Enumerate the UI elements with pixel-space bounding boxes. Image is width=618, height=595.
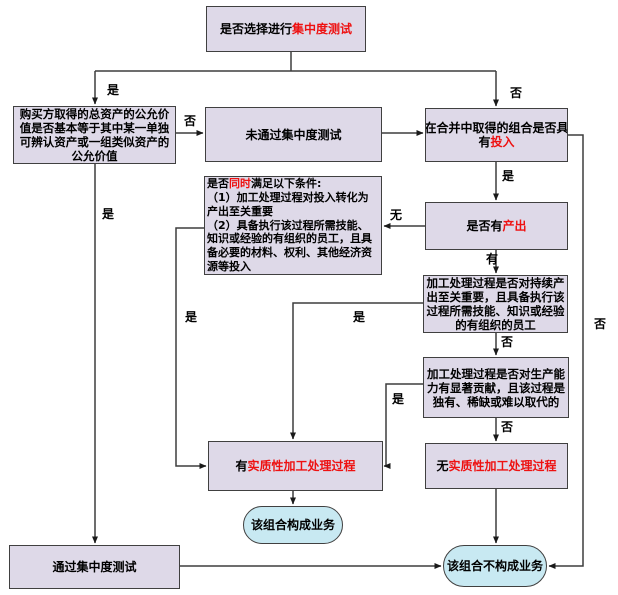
node-text-line: 购买方取得的总资产的公允价 bbox=[19, 107, 170, 121]
node-continuous-output: 加工处理过程是否对持续产 出至关重要，且具备执行该 过程所需技能、知识或经验 的… bbox=[423, 275, 568, 333]
node-text-line: 值是否基本等于其中某一单独 bbox=[19, 121, 170, 135]
edge-label-top-yes: 是 bbox=[107, 83, 120, 97]
node-passed-concentration-test: 通过集中度测试 bbox=[9, 545, 180, 589]
node-text: 该组合不构成业务 bbox=[446, 559, 543, 573]
edge-label-output-has: 有 bbox=[486, 252, 499, 266]
node-fair-value-check: 购买方取得的总资产的公允价 值是否基本等于其中某一单独 可辨认资产或一组类似资产… bbox=[13, 106, 176, 164]
edge-label-fv-yes: 是 bbox=[102, 207, 115, 221]
edge-label-input-yes: 是 bbox=[502, 169, 515, 183]
node-has-output: 是否有产出 bbox=[425, 202, 568, 250]
node-text-line: 独有、稀缺或难以取代的 bbox=[432, 394, 560, 409]
node-text: 通过集中度测试 bbox=[52, 560, 137, 574]
edge-label-output-none: 无 bbox=[390, 208, 403, 222]
node-text-line: （1）加工处理过程对投入转化为 bbox=[207, 191, 369, 205]
node-text: 未通过集中度测试 bbox=[245, 127, 342, 142]
node-text-line: 在合并中取得的组合是否具 bbox=[425, 121, 568, 135]
edge-label-input-no: 否 bbox=[594, 317, 607, 331]
terminal-constitutes-business: 该组合构成业务 bbox=[243, 506, 343, 544]
node-text-line: 加工处理过程是否对生产能 bbox=[427, 366, 565, 381]
edge-label-continuous-yes: 是 bbox=[353, 310, 366, 324]
node-text-line: 是否同时满足以下条件: bbox=[207, 177, 322, 191]
node-text-line: （2）具备执行该过程所需技能、 bbox=[207, 218, 369, 232]
node-substantive-process-yes: 有实质性加工处理过程 bbox=[208, 441, 383, 491]
edge-label-capacity-no: 否 bbox=[501, 420, 514, 434]
node-text-line: 力有显著贡献，且该过程是 bbox=[427, 380, 565, 395]
edge-label-capacity-yes: 是 bbox=[392, 392, 405, 406]
node-text-line: 出至关重要，且具备执行该 bbox=[426, 290, 565, 304]
node-production-capacity: 加工处理过程是否对生产能 力有显著贡献，且该过程是 独有、稀缺或难以取代的 bbox=[423, 357, 569, 418]
node-text-line: 源等投入 bbox=[207, 260, 251, 273]
node-text: 是否选择进行集中度测试 bbox=[219, 22, 353, 36]
node-text-line: 公允价值 bbox=[71, 149, 118, 163]
edge-label-condition-yes: 是 bbox=[185, 310, 198, 324]
node-text-line: 加工处理过程是否对持续产 bbox=[426, 276, 565, 290]
node-has-input: 在合并中取得的组合是否具 有投入 bbox=[425, 108, 568, 162]
node-text-line: 可辨认资产或一组类似资产的 bbox=[19, 135, 170, 149]
edge-label-continuous-no: 否 bbox=[501, 335, 514, 349]
edge-label-fv-no: 否 bbox=[184, 114, 197, 128]
node-text-line: 有投入 bbox=[478, 135, 515, 149]
edge-label-top-no: 否 bbox=[510, 86, 523, 100]
terminal-not-constitutes-business: 该组合不构成业务 bbox=[443, 545, 547, 587]
node-text: 是否有产出 bbox=[466, 219, 527, 233]
node-text: 有实质性加工处理过程 bbox=[235, 459, 356, 473]
node-condition-check: 是否同时满足以下条件: （1）加工处理过程对投入转化为 产出至关重要 （2）具备… bbox=[204, 176, 382, 275]
node-substantive-process-no: 无实质性加工处理过程 bbox=[425, 443, 568, 489]
node-choose-concentration-test: 是否选择进行集中度测试 bbox=[206, 6, 366, 52]
node-text-line: 过程所需技能、知识或经验 bbox=[426, 304, 565, 318]
node-text: 无实质性加工处理过程 bbox=[436, 459, 557, 473]
node-text-line: 知识或经验的有组织的员工，且具 bbox=[207, 232, 372, 246]
node-text: 该组合构成业务 bbox=[250, 518, 335, 532]
node-failed-concentration-test: 未通过集中度测试 bbox=[205, 107, 382, 162]
node-text-line: 产出至关重要 bbox=[207, 204, 273, 218]
node-text-line: 备必要的材料、权利、其他经济资 bbox=[207, 246, 372, 260]
node-text-line: 的有组织的员工 bbox=[455, 318, 536, 332]
